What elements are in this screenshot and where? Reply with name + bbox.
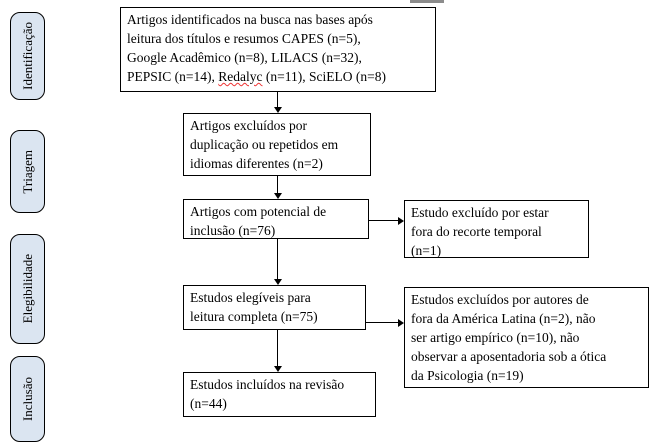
arrow-identified-to-duplicates — [273, 92, 282, 113]
box-text: Artigos identificados na busca nas bases… — [127, 12, 373, 84]
arrow-eligible-to-excluded-other — [366, 318, 404, 327]
stage-label-inclusao: Inclusão — [10, 356, 45, 442]
box-excluded-temporal: Estudo excluído por estar fora do recort… — [404, 200, 589, 258]
stage-label-text: Triagem — [20, 149, 35, 194]
arrow-duplicates-to-potential — [273, 176, 282, 199]
stage-label-identificacao: Identificação — [10, 12, 45, 100]
box-eligible-studies: Estudos elegíveis para leitura completa … — [183, 285, 366, 330]
box-excluded-other-reasons: Estudos excluídos por autores de fora da… — [404, 287, 649, 388]
box-text: (n=11), SciELO (n=8) — [262, 69, 386, 84]
stage-label-triagem: Triagem — [10, 130, 45, 213]
arrow-potential-to-eligible — [273, 239, 282, 285]
box-included-studies: Estudos incluídos na revisão (n=44) — [183, 372, 376, 417]
arrow-eligible-to-included — [273, 330, 282, 372]
top-edge-artifact — [410, 0, 444, 3]
box-identified-records: Artigos identificados na busca nas bases… — [120, 7, 436, 92]
arrow-potential-to-excluded-temporal — [369, 216, 404, 225]
box-duplicates-excluded: Artigos excluídos por duplicação ou repe… — [183, 113, 371, 176]
misspelled-word-redalyc: Redalyc — [218, 69, 263, 84]
stage-label-elegibilidade: Elegibilidade — [10, 234, 45, 344]
stage-label-text: Elegibilidade — [20, 254, 35, 324]
stage-label-text: Identificação — [20, 22, 35, 90]
stage-label-text: Inclusão — [20, 376, 35, 422]
box-potential-inclusion: Artigos com potencial de inclusão (n=76) — [183, 199, 369, 239]
